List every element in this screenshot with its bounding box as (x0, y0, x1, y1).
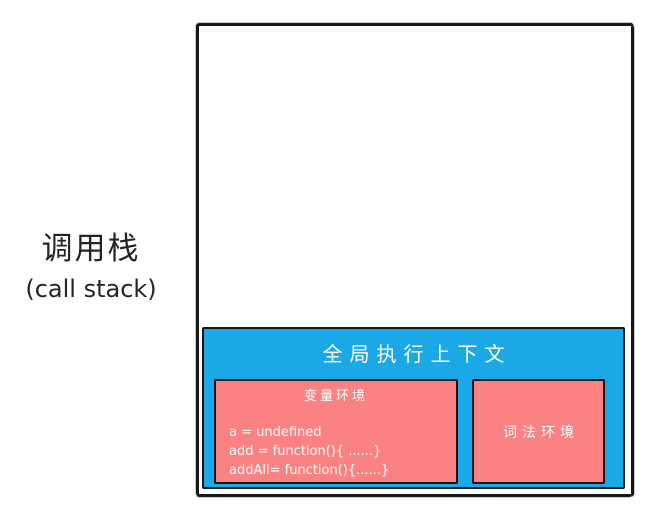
call-stack-label-en: (call stack) (25, 274, 157, 303)
code-line: add = function(){ ......} (229, 444, 382, 459)
call-stack-label-zh: 调用栈 (41, 231, 141, 267)
call-stack-label: 调用栈 (call stack) (0, 231, 182, 303)
lexical-environment-title: 词法环境 (503, 424, 579, 441)
code-line: addAll= function(){......} (229, 463, 390, 478)
variable-environment-title: 变量环境 (303, 389, 368, 404)
call-stack-box: 全局执行上下文 变量环境 a = undefined add = functio… (196, 23, 634, 497)
code-line: a = undefined (229, 425, 322, 440)
lexical-environment-box: 词法环境 (472, 379, 605, 484)
variable-environment-box: 变量环境 a = undefined add = function(){ ...… (214, 379, 458, 484)
variable-environment-code: a = undefined add = function(){ ......} … (216, 423, 456, 480)
global-execution-context-title: 全局执行上下文 (322, 342, 512, 366)
global-execution-context-box: 全局执行上下文 变量环境 a = undefined add = functio… (202, 327, 625, 489)
